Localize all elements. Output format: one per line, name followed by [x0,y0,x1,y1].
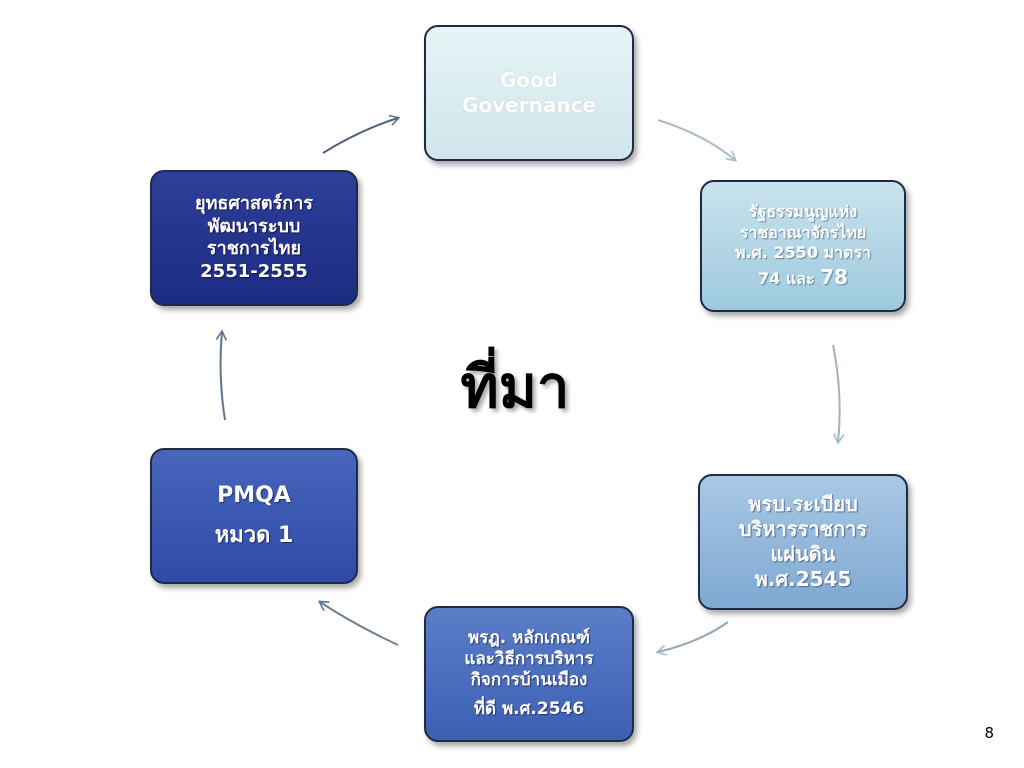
node-text-line: พัฒนาระบบ [207,215,301,237]
node-text-line: Good [499,68,559,92]
node-text-line: พรฎ. หลักเกณฑ์ [467,627,591,648]
page-number: 8 [984,724,994,742]
node-decree-admin: พรบ.ระเบียบ บริหารราชการ แผ่นดิน พ.ศ.254… [698,474,908,610]
node-text-line: รัฐธรรมนูญแห่ง [748,201,858,221]
node-text-line: Governance [461,93,596,117]
node-strategy: ยุทธศาสตร์การ พัฒนาระบบ ราชการไทย 2551-2… [150,170,358,306]
node-good-governance: Good Governance [424,25,634,161]
node-text-line: และวิธีการบริหาร [464,648,594,669]
node-text-line: 74 และ 78 [758,264,848,290]
node-text-line: หมวด 1 [214,523,294,548]
node-text-line: พ.ศ.2545 [754,567,852,591]
node-constitution: รัฐธรรมนูญแห่ง ราชอาณาจักรไทย พ.ศ. 2550 … [700,180,906,312]
node-text-line: บริหารราชการ [738,517,868,541]
node-text-line: PMQA [217,483,291,509]
node-text-line: ยุทธศาสตร์การ [195,193,313,214]
arrow-strategy-to-good [322,114,401,154]
node-decree-good-governance: พรฎ. หลักเกณฑ์ และวิธีการบริหาร กิจการบ้… [424,606,634,742]
node-text-line: พรบ.ระเบียบ [748,492,858,516]
node-text-line: แผ่นดิน [770,542,836,566]
node-pmqa: PMQA หมวด 1 [150,448,358,584]
arrow-decree-good-to-pmqa [317,600,399,646]
node-text-prefix: 74 และ [758,269,821,289]
node-text-number: 78 [820,265,848,290]
arrow-decree-admin-to-decree-good [655,621,729,656]
node-text-line: 2551-2555 [200,260,308,282]
arrow-constitution-to-decree-admin [832,344,845,445]
node-text-line: ราชการไทย [206,238,302,259]
node-text-line: พ.ศ. 2550 มาตรา [734,243,872,263]
arrow-good-to-constitution [657,119,738,162]
diagram-title: ที่มา [460,353,570,421]
node-text-line: กิจการบ้านเมือง [470,670,588,690]
arrow-pmqa-to-strategy [215,329,227,421]
node-text-line: ราชอาณาจักรไทย [739,222,867,242]
node-text-line: ที่ดี พ.ศ.2546 [473,699,585,720]
